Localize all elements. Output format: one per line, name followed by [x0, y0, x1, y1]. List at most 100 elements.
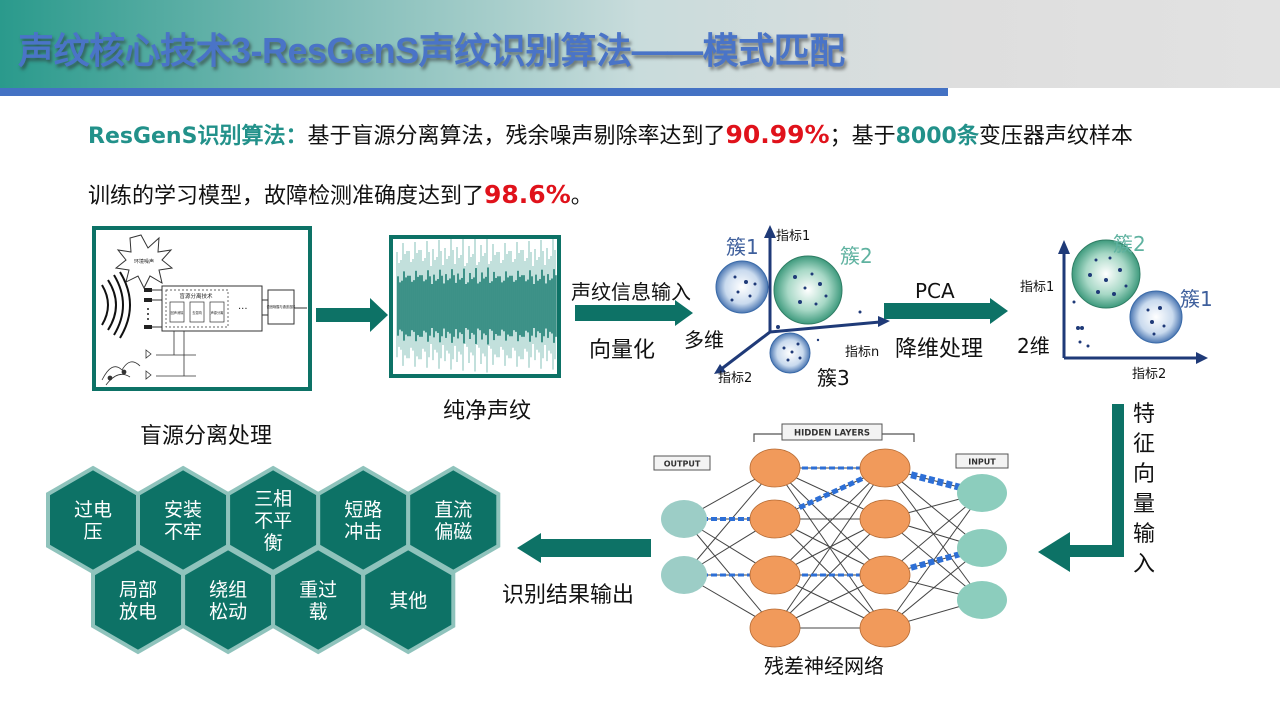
output-tag	[653, 455, 711, 471]
multidimensional-cluster-figure	[700, 222, 890, 392]
axis-label-indicator-n: 指标n	[845, 345, 880, 360]
arrow-vectorize	[575, 300, 695, 326]
clean-voiceprint-figure	[389, 235, 561, 378]
voiceprint-input-label: 声纹信息输入	[571, 280, 691, 304]
hidden-node	[859, 555, 911, 595]
sample-count: 8000条	[895, 124, 979, 149]
cluster-2-bubble	[773, 255, 843, 325]
cluster-3d-plot	[714, 225, 890, 374]
label-char: 量	[1132, 492, 1155, 517]
label-char: 输	[1132, 522, 1155, 547]
fault-type-label: 压	[83, 521, 102, 543]
two-dimensional-label: 2维	[1017, 334, 1050, 358]
left-arrow-icon	[517, 533, 651, 563]
bss-schematic: 环境噪声 盲源分离技术 回声消除 去混响 声源分离 ··· 语音唤醒与通道选择	[101, 234, 307, 386]
multidimensional-label: 多维	[684, 328, 724, 352]
waveform-plot	[396, 236, 557, 373]
intro-text: 变压器声纹样本	[978, 124, 1133, 149]
fault-type-label: 重过	[299, 579, 337, 601]
arrow-to-waveform	[316, 298, 390, 332]
sound-waves-icon	[101, 271, 131, 339]
fault-type-label: 松动	[209, 601, 247, 623]
accuracy-value: 98.6%	[484, 180, 571, 209]
noise-removal-rate: 90.99%	[725, 120, 830, 149]
cluster-1-bubble	[1129, 290, 1183, 344]
cluster-2-label: 簇2	[840, 244, 873, 268]
axis-label-indicator-2-2d: 指标2	[1132, 367, 1167, 382]
intro-text: 基于盲源分离算法，残余噪声剔除率达到了	[307, 124, 726, 149]
two-dimensional-cluster-figure	[1050, 230, 1210, 370]
elbow-arrow-icon	[1038, 404, 1124, 572]
microphone-array-icon	[144, 288, 152, 329]
wake-module-box	[267, 289, 295, 325]
fault-type-r2-3: 其他	[361, 545, 456, 655]
input-node	[957, 474, 1007, 512]
hidden-node	[859, 608, 911, 648]
fault-type-label: 三相	[254, 488, 292, 510]
fault-type-label: 衡	[264, 532, 283, 554]
feature-vector-input-label: 特 征 向 量 输 入	[1131, 400, 1157, 580]
intro-line-2: 训练的学习模型，故障检测准确度达到了98.6%。	[88, 178, 593, 210]
hidden-node	[749, 555, 801, 595]
input-label: INPUT	[968, 458, 996, 467]
hidden-layers-label: HIDDEN LAYERS	[794, 429, 870, 439]
result-output-label: 识别结果输出	[502, 583, 635, 608]
label-char: 向	[1132, 462, 1155, 487]
fault-type-label: 过电	[74, 499, 112, 521]
cluster-2d-plot	[1058, 239, 1208, 364]
vectorize-label: 向量化	[589, 338, 656, 363]
cluster-2-bubble	[1071, 239, 1141, 309]
hidden-node	[749, 448, 801, 488]
fault-type-label: 直流	[434, 499, 472, 521]
network-connection	[774, 467, 886, 629]
noise-burst-icon	[114, 234, 174, 290]
sub-module-label: 去混响	[192, 310, 202, 315]
input-node	[957, 581, 1007, 619]
right-arrow-icon	[575, 300, 693, 326]
fault-type-label: 冲击	[344, 521, 382, 543]
fault-type-r2-2: 重过载	[271, 545, 366, 655]
intro-text: 。	[570, 184, 593, 209]
input-tag	[955, 453, 1009, 469]
arrow-pca	[884, 298, 1010, 324]
clean-voiceprint-caption: 纯净声纹	[443, 399, 532, 424]
intro-text: ；基于	[829, 124, 896, 149]
output-node	[661, 500, 707, 538]
music-notes-icon	[101, 361, 141, 386]
hidden-node	[749, 608, 801, 648]
residual-network-caption: 残差神经网络	[764, 654, 884, 678]
fault-type-r1-0: 过电压	[46, 465, 140, 575]
page-title: 声纹核心技术3-ResGenS声纹识别算法——模式匹配	[18, 30, 845, 71]
dimension-reduction-label: 降维处理	[895, 337, 984, 362]
pca-label: PCA	[915, 279, 955, 303]
input-node	[957, 529, 1007, 567]
blind-source-separation-figure: 环境噪声 盲源分离技术 回声消除 去混响 声源分离 ··· 语音唤醒与通道选择	[92, 226, 312, 391]
hidden-layers-tag	[781, 423, 883, 441]
noise-burst-label: 环境噪声	[134, 258, 154, 265]
arrow-feature-input	[1036, 404, 1124, 574]
fault-type-label: 载	[309, 601, 328, 623]
intro-text: 训练的学习模型，故障检测准确度达到了	[88, 184, 485, 209]
axis-label-indicator-1: 指标1	[776, 229, 811, 244]
arrow-result-output	[515, 533, 655, 563]
cluster-1-label-2d: 簇1	[1180, 287, 1213, 311]
title-underline	[0, 88, 948, 96]
network-connection	[683, 467, 776, 576]
right-arrow-icon	[316, 298, 388, 332]
hexagon-shape	[361, 545, 456, 655]
fault-type-label: 绕组	[209, 579, 247, 601]
label-char: 入	[1132, 552, 1155, 577]
cluster-3-bubble	[769, 332, 811, 374]
hidden-node	[859, 448, 911, 488]
cluster-2-label-2d: 簇2	[1113, 232, 1146, 256]
header-banner	[0, 0, 1280, 88]
algorithm-name: ResGenS识别算法：	[88, 124, 308, 149]
svg-text:···: ···	[238, 304, 248, 315]
hidden-node	[859, 499, 911, 539]
fault-type-label: 偏磁	[434, 521, 472, 543]
network-diagram: HIDDEN LAYERS OUTPUT INPUT	[653, 423, 1009, 648]
fault-type-label: 安装	[164, 499, 202, 521]
axis-label-indicator-1-2d: 指标1	[1020, 280, 1055, 295]
right-arrow-icon	[884, 298, 1008, 324]
hidden-node	[749, 499, 801, 539]
